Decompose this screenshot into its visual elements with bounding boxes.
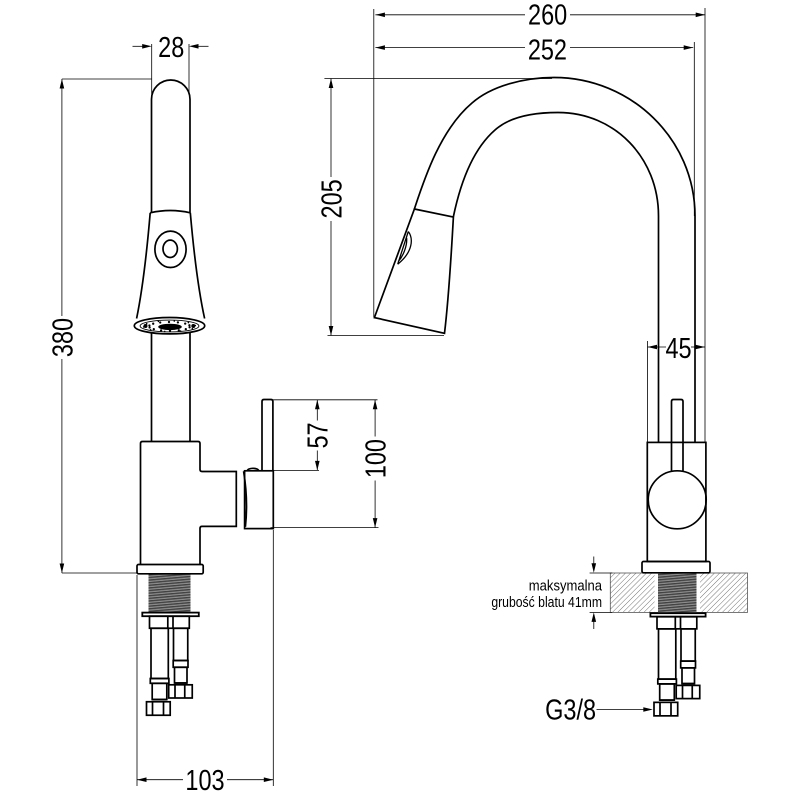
svg-text:grubość blatu 41mm: grubość blatu 41mm bbox=[491, 594, 602, 610]
svg-text:205: 205 bbox=[315, 179, 348, 218]
svg-text:380: 380 bbox=[46, 318, 79, 357]
svg-text:252: 252 bbox=[528, 33, 567, 66]
svg-text:100: 100 bbox=[359, 439, 392, 478]
svg-text:57: 57 bbox=[301, 422, 334, 448]
svg-text:45: 45 bbox=[665, 332, 691, 365]
svg-text:103: 103 bbox=[185, 764, 224, 797]
svg-text:G3/8: G3/8 bbox=[545, 693, 596, 726]
svg-text:260: 260 bbox=[528, 0, 567, 31]
svg-text:28: 28 bbox=[158, 31, 184, 64]
svg-text:maksymalna: maksymalna bbox=[529, 577, 602, 594]
